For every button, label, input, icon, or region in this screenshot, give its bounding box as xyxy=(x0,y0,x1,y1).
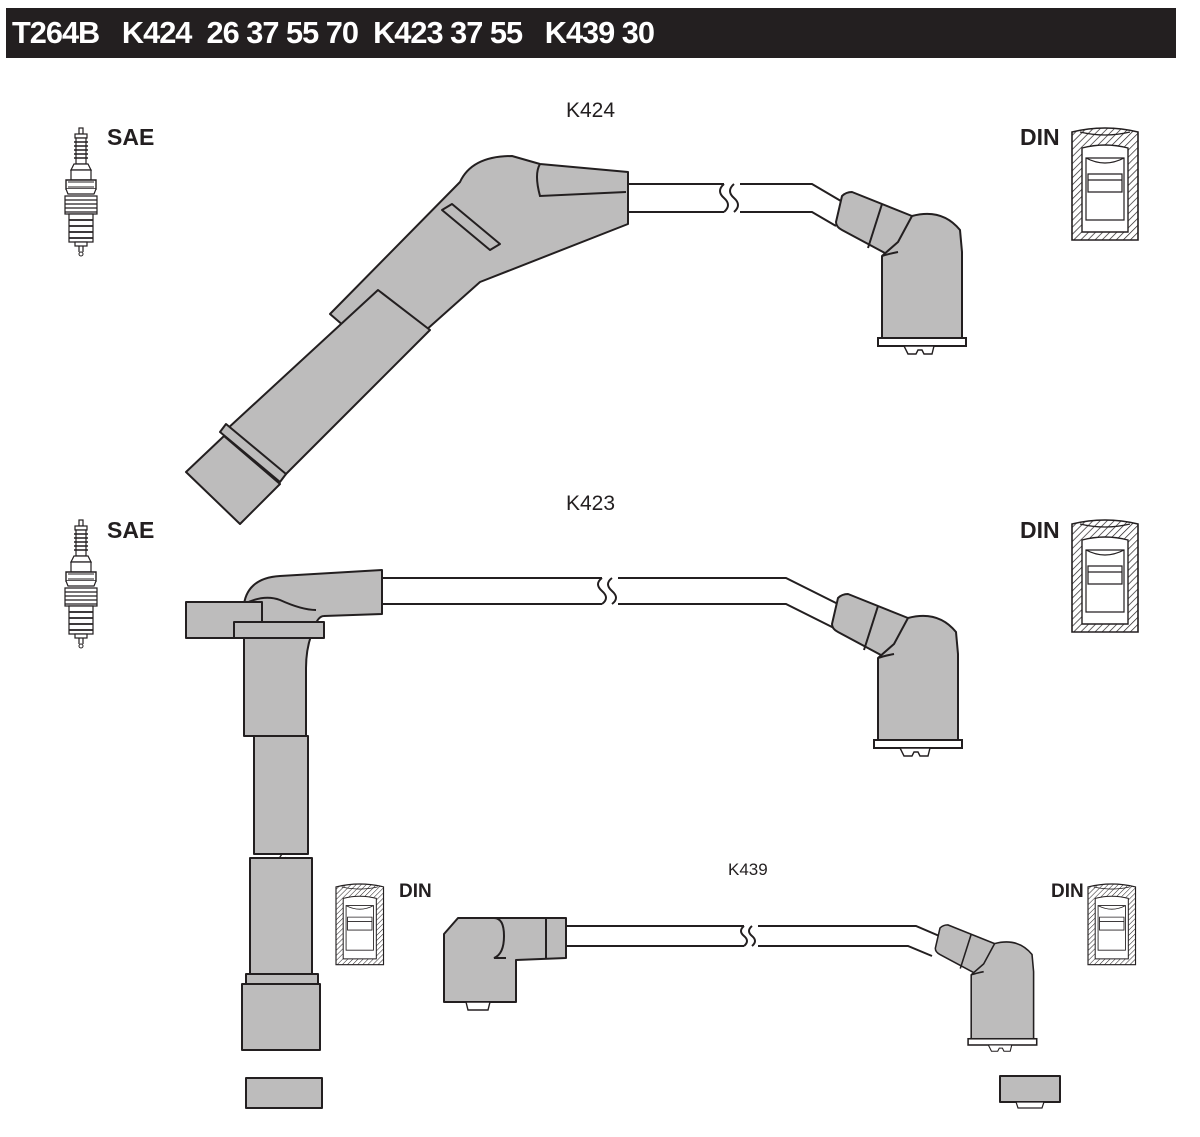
k424-din-label: DIN xyxy=(1020,124,1060,150)
din-socket-icon xyxy=(1071,519,1139,633)
k439-din-label: DIN xyxy=(1051,881,1084,902)
k423-cable xyxy=(185,569,963,1109)
k439-label: K439 xyxy=(728,860,768,879)
spark-plug-icon xyxy=(64,519,98,649)
k423-din-label: DIN xyxy=(1020,517,1060,543)
din-socket-icon xyxy=(335,883,385,966)
k424-cable xyxy=(185,155,967,525)
k423-bottom-din-label: DIN xyxy=(399,881,432,902)
k423-label: K423 xyxy=(566,492,615,515)
din-socket-icon xyxy=(1071,127,1139,241)
din-socket-icon xyxy=(1087,883,1137,966)
k424-label: K424 xyxy=(566,99,615,122)
k423-sae-label: SAE xyxy=(107,517,154,543)
k439-cable xyxy=(443,917,1061,1109)
header-title: T264B K424 26 37 55 70 K423 37 55 K439 3… xyxy=(6,8,1176,58)
k424-sae-label: SAE xyxy=(107,124,154,150)
spark-plug-icon xyxy=(64,127,98,257)
